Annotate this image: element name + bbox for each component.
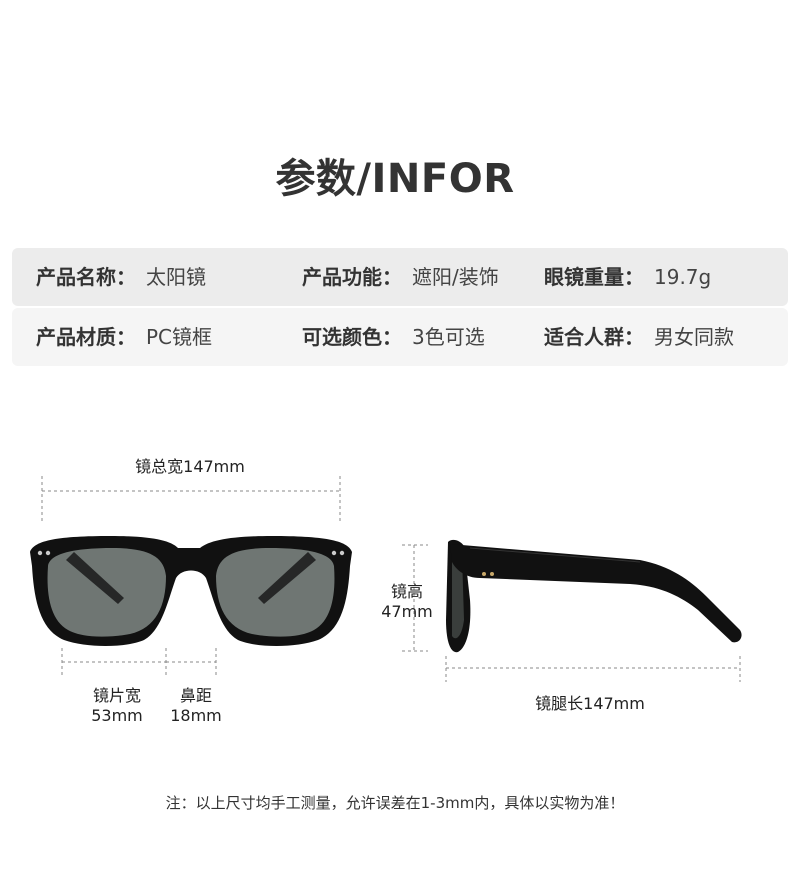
spec-function: 产品功能：遮阳/装饰 [302,265,499,289]
dim-lens-width-line [61,648,167,678]
spec-colors: 可选颜色：3色可选 [302,325,485,349]
spec-row-1: 产品名称：太阳镜 产品功能：遮阳/装饰 眼镜重量：19.7g [12,248,788,306]
label-lens-width-value: 53mm [91,706,143,725]
page-title: 参数/INFOR [275,156,515,202]
dim-lens-height-line [402,544,428,652]
label-bridge: 鼻距 18mm [158,686,234,726]
spec-material: 产品材质：PC镜框 [36,325,213,349]
spec-row-2: 产品材质：PC镜框 可选颜色：3色可选 适合人群：男女同款 [12,308,788,366]
spec-product-name: 产品名称：太阳镜 [36,265,206,289]
spec-audience: 适合人群：男女同款 [544,325,734,349]
label-lens-width: 镜片宽 53mm [72,686,162,726]
measurement-note: 注：以上尺寸均手工测量，允许误差在1-3mm内，具体以实物为准！ [165,794,625,812]
label-total-width: 镜总宽147mm [135,457,245,476]
label-temple-length: 镜腿长147mm [535,694,645,713]
label-lens-height: 镜高 47mm [374,582,440,622]
dim-bridge-line [166,648,217,678]
label-bridge-title: 鼻距 [179,686,212,705]
spec-weight: 眼镜重量：19.7g [544,265,712,289]
dim-temple-length-line [445,656,741,682]
label-lens-width-title: 镜片宽 [92,686,141,705]
dim-total-width-line [41,476,341,522]
label-bridge-value: 18mm [170,706,222,725]
label-lens-height-title: 镜高 [390,582,423,601]
label-lens-height-value: 47mm [381,602,433,621]
sunglasses-front-view [30,536,352,646]
sunglasses-side-view [446,539,742,653]
